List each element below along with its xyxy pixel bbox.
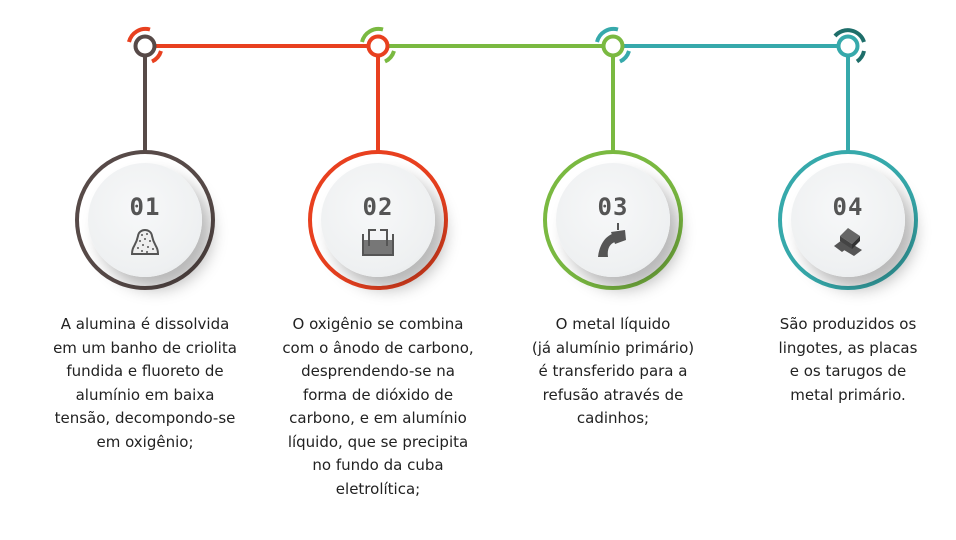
alumina-pile-icon	[130, 229, 160, 255]
step-disc	[88, 163, 202, 277]
desc-line: é transferido para a	[538, 362, 688, 380]
desc-line: fundida e fluoreto de	[66, 362, 224, 380]
desc-line: refusão através de	[542, 385, 684, 404]
pouring-crucible-icon	[598, 223, 626, 257]
desc-line: no fundo da cuba	[312, 456, 444, 474]
desc-line: (já alumínio primário)	[531, 338, 695, 357]
ingots-icon	[834, 228, 862, 256]
electrolytic-cell-icon	[362, 229, 394, 256]
desc-line: forma de dióxido de	[302, 385, 454, 404]
step-description: O metal líquido (já alumínio primário) é…	[498, 313, 728, 431]
desc-line: eletrolítica;	[335, 479, 421, 498]
desc-line: lingotes, as placas	[778, 338, 918, 357]
node-3	[595, 26, 631, 64]
step-description: O oxigênio se combina com o ânodo de car…	[263, 313, 493, 501]
desc-line: metal primário.	[790, 385, 906, 404]
node-2	[360, 26, 396, 64]
desc-line: e os tarugos de	[789, 362, 907, 380]
step-3: 03 O metal líquido (já alumínio primário…	[498, 0, 728, 540]
step-2: 02 O oxigênio se combina com o ânodo de …	[263, 0, 493, 540]
desc-line: O oxigênio se combina	[292, 315, 464, 333]
desc-line: com o ânodo de carbono,	[282, 338, 474, 357]
desc-line: alumínio em baixa	[75, 385, 215, 404]
desc-line: desprendendo-se na	[301, 362, 455, 380]
desc-line: cadinhos;	[576, 409, 650, 427]
step-description: A alumina é dissolvida em um banho de cr…	[30, 313, 260, 454]
step-disc	[556, 163, 670, 277]
step-4: 04 São produzidos os lingotes, as placas…	[733, 0, 956, 540]
step-number: 01	[129, 193, 161, 221]
step-1: 01 A alumina é dissolvida em um banho de…	[30, 0, 260, 540]
desc-line: O metal líquido	[555, 315, 671, 333]
step-disc	[321, 163, 435, 277]
step-number: 04	[832, 193, 864, 221]
node-1	[127, 26, 163, 64]
node-4	[833, 28, 866, 64]
desc-line: São produzidos os	[779, 315, 917, 333]
desc-line: líquido, que se precipita	[287, 432, 469, 451]
desc-line: A alumina é dissolvida	[60, 315, 230, 333]
step-number: 02	[362, 193, 394, 221]
desc-line: tensão, decompondo-se	[54, 409, 236, 427]
step-description: São produzidos os lingotes, as placas e …	[733, 313, 956, 407]
step-number: 03	[597, 193, 629, 221]
step-disc	[791, 163, 905, 277]
desc-line: carbono, e em alumínio	[289, 409, 467, 427]
desc-line: em oxigênio;	[96, 432, 194, 451]
desc-line: em um banho de criolita	[53, 338, 237, 357]
